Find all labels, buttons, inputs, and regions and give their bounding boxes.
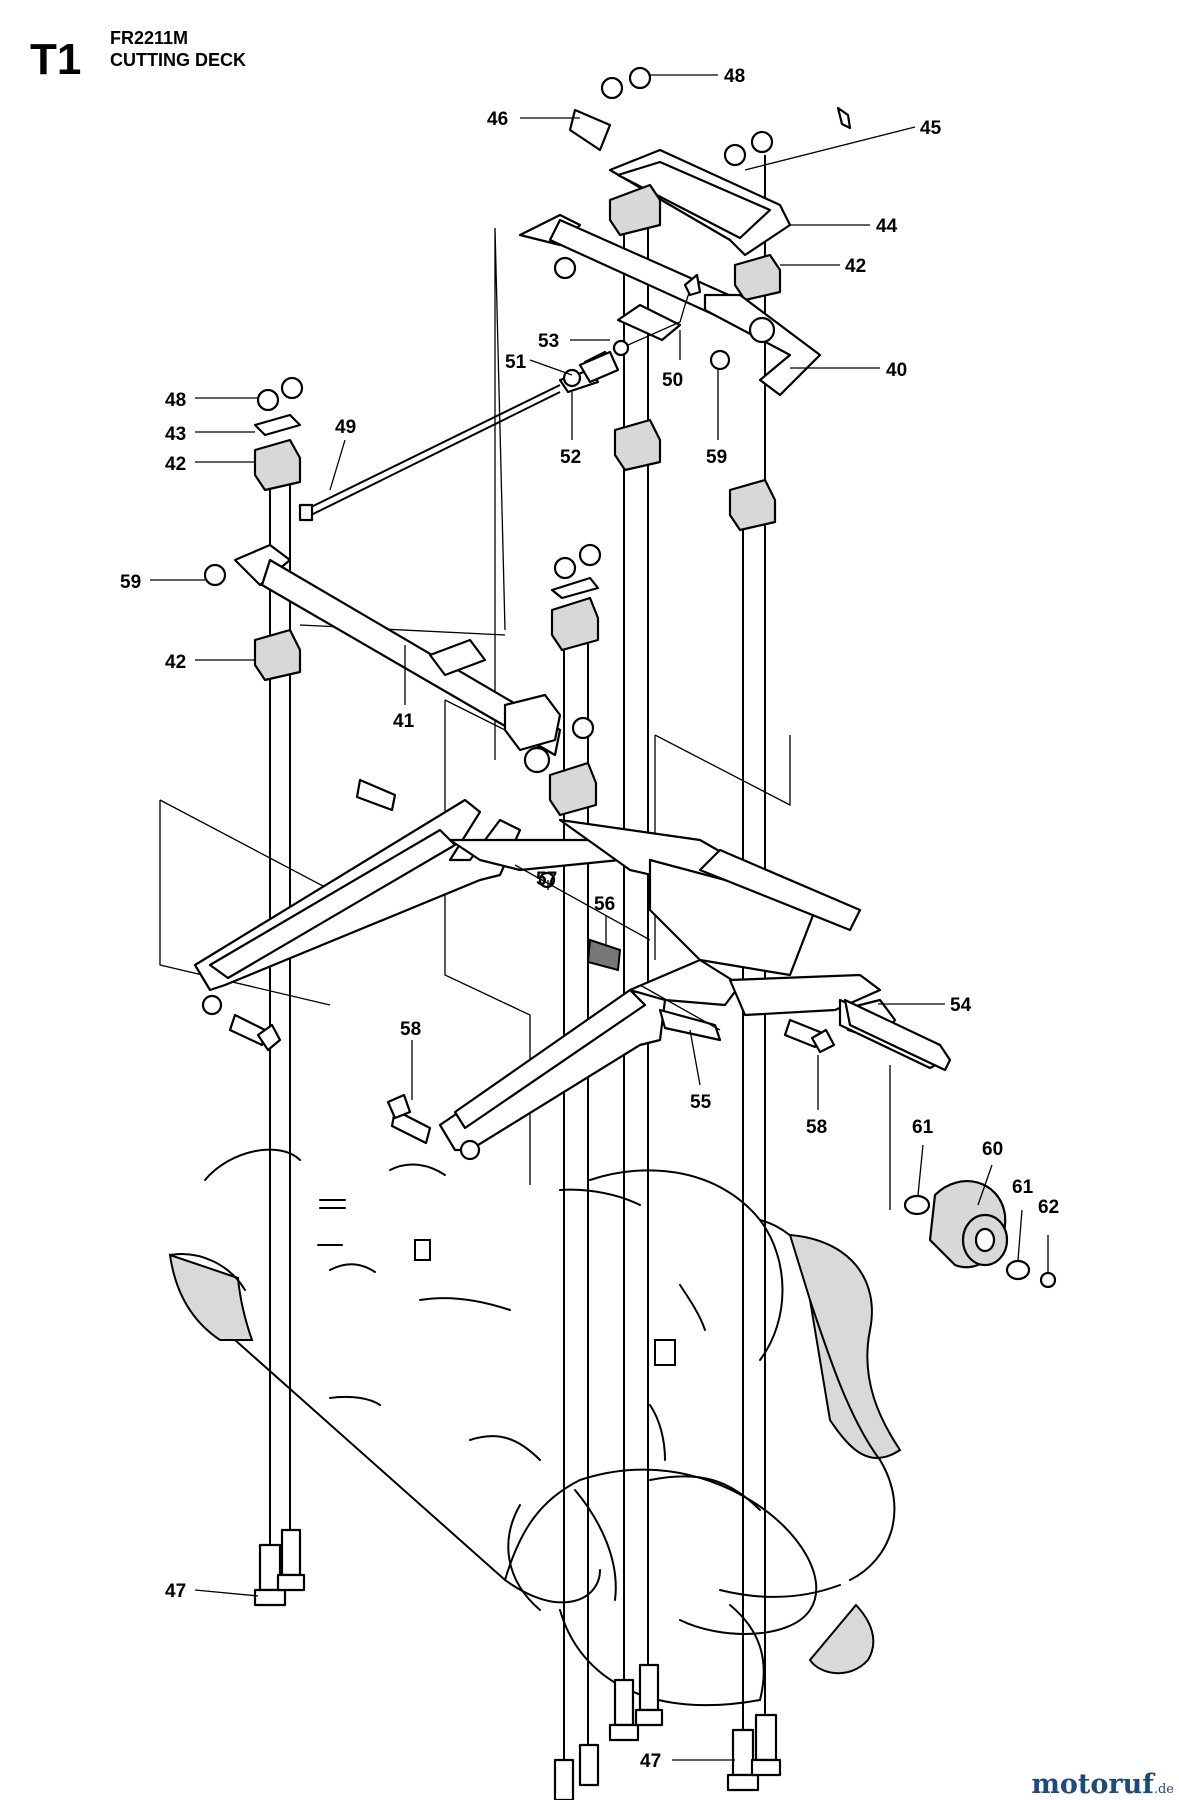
part-label[interactable]: 54 [950, 995, 972, 1016]
part-label[interactable]: 47 [640, 1751, 661, 1772]
part-label[interactable]: 55 [690, 1092, 712, 1113]
section-title: CUTTING DECK [110, 50, 246, 70]
watermark-brand: motoruf [1031, 1769, 1156, 1800]
part-label[interactable]: 47 [165, 1581, 186, 1602]
part-label[interactable]: 59 [120, 572, 141, 593]
model-number: FR2211M [110, 28, 188, 48]
part-labels: 48 46 45 44 42 53 51 50 40 48 43 42 49 5… [120, 66, 1059, 1772]
part-label[interactable]: 57 [536, 869, 557, 890]
part-label[interactable]: 44 [876, 216, 898, 237]
part-label[interactable]: 43 [165, 424, 186, 445]
lock-nuts-48 [203, 376, 602, 587]
section-code: T1 [30, 35, 81, 84]
part-label[interactable]: 58 [806, 1117, 827, 1138]
part-label[interactable]: 40 [886, 360, 907, 381]
bolts-58 [228, 778, 836, 1145]
lift-arms [193, 798, 947, 1161]
part-label[interactable]: 52 [560, 447, 581, 468]
part-label[interactable]: 58 [400, 1019, 421, 1040]
deck-roller [843, 998, 1057, 1289]
part-label[interactable]: 62 [1038, 1197, 1059, 1218]
part-label[interactable]: 61 [912, 1117, 934, 1138]
part-label[interactable]: 45 [920, 118, 942, 139]
part-label[interactable]: 50 [662, 370, 683, 391]
part-label[interactable]: 42 [165, 652, 186, 673]
part-label[interactable]: 56 [594, 894, 615, 915]
part-label[interactable]: 51 [505, 352, 527, 373]
part-label[interactable]: 49 [335, 417, 356, 438]
part-label[interactable]: 60 [982, 1139, 1003, 1160]
diagram-header: T1 FR2211M CUTTING DECK [30, 28, 246, 84]
part-label[interactable]: 53 [538, 331, 559, 352]
link-rod-49 [298, 273, 702, 522]
part-label[interactable]: 41 [393, 711, 415, 732]
part-label[interactable]: 48 [724, 66, 745, 87]
brand-watermark: motoruf .de [1031, 1769, 1174, 1800]
part-label[interactable]: 48 [165, 390, 186, 411]
part-label[interactable]: 46 [487, 109, 508, 130]
clamp-blocks-42 [253, 413, 777, 817]
part-label[interactable]: 42 [845, 256, 866, 277]
leader-lines [150, 74, 1049, 1761]
part-label[interactable]: 42 [165, 454, 186, 475]
part-label[interactable]: 59 [706, 447, 727, 468]
front-shaft-40 [518, 213, 822, 397]
part-label[interactable]: 61 [1012, 1177, 1034, 1198]
spring-assembly [514, 864, 722, 1042]
cutting-deck-outline [168, 1148, 902, 1707]
rear-shaft-41 [233, 543, 595, 774]
watermark-tld: .de [1154, 1782, 1174, 1797]
